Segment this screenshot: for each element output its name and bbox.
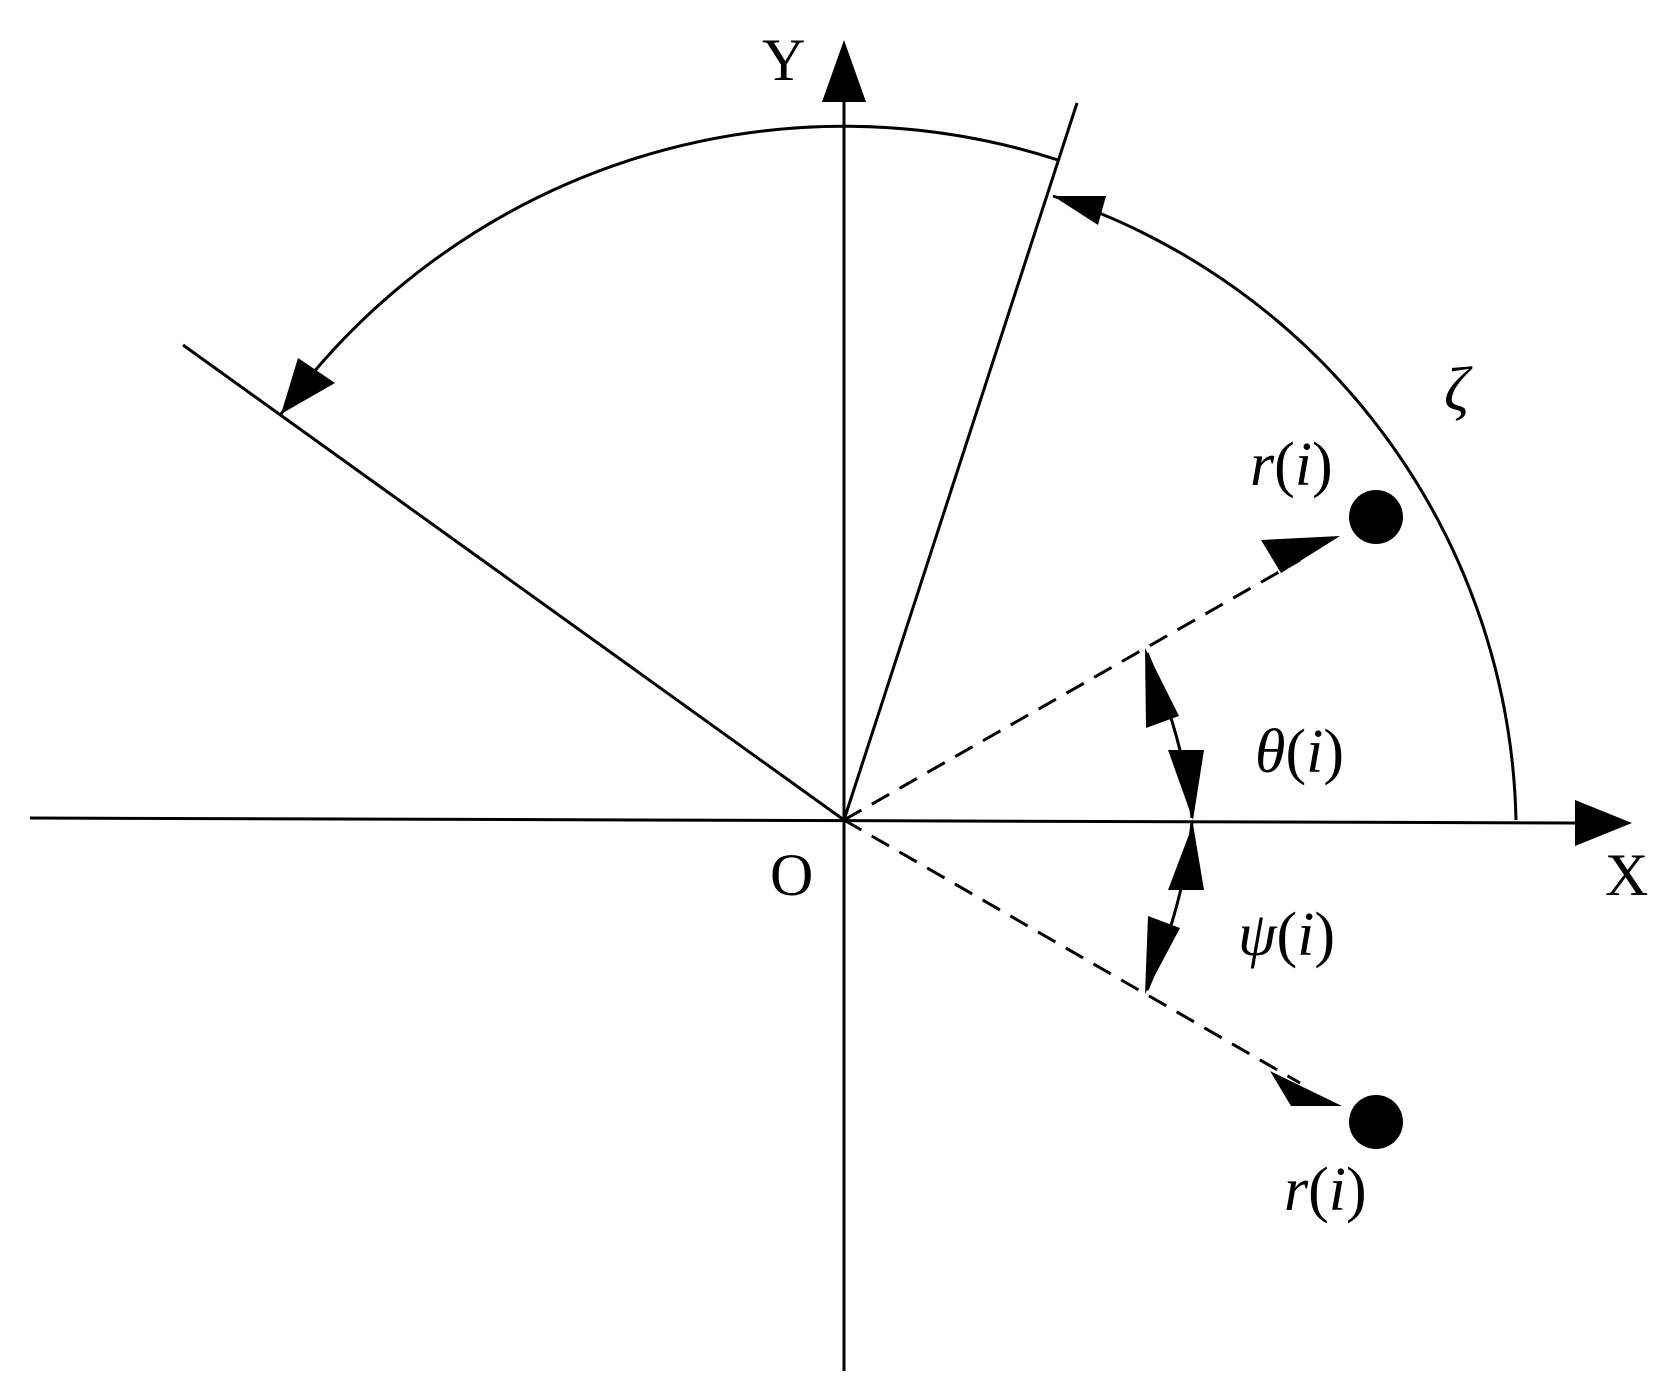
theta-open-paren: ( <box>1285 718 1306 786</box>
vector-lower-dashed <box>843 818 1301 1085</box>
sector-arc-arrowhead <box>281 358 335 414</box>
zeta-label: ζ <box>1444 356 1473 424</box>
psi-close-paren: ) <box>1314 901 1335 969</box>
r-lower-label: r(i) <box>1284 1156 1367 1224</box>
sector-arc <box>279 124 1059 415</box>
r-lower-arg: i <box>1329 1156 1346 1224</box>
theta-arrowhead-top <box>1145 648 1179 728</box>
psi-arrowhead-bottom <box>1145 916 1180 994</box>
r-lower-open-paren: ( <box>1308 1156 1329 1224</box>
x-axis-label: X <box>1605 842 1648 908</box>
psi-var: ψ <box>1238 901 1278 969</box>
zeta-arc <box>1052 194 1518 821</box>
psi-open-paren: ( <box>1277 901 1298 969</box>
r-upper-label: r(i) <box>1250 431 1333 499</box>
theta-arrowhead-bottom <box>1168 750 1204 820</box>
vector-upper-dashed <box>843 558 1301 822</box>
y-axis-arrowhead <box>822 40 866 102</box>
r-upper-open-paren: ( <box>1274 431 1295 499</box>
psi-arrowhead-top <box>1168 824 1204 890</box>
theta-arg: i <box>1306 718 1323 786</box>
theta-var: θ <box>1255 718 1285 786</box>
r-lower-var: r <box>1284 1156 1309 1224</box>
x-axis-arrowhead <box>1575 800 1632 846</box>
theta-close-paren: ) <box>1323 718 1344 786</box>
psi-label: ψ(i) <box>1238 901 1335 969</box>
y-axis-label: Y <box>762 27 805 93</box>
zeta-arc-arrowhead <box>1053 196 1106 225</box>
point-upper <box>1349 490 1403 544</box>
r-upper-arg: i <box>1295 431 1312 499</box>
r-lower-close-paren: ) <box>1346 1156 1367 1224</box>
theta-label: θ(i) <box>1255 718 1344 786</box>
x-axis-line <box>29 816 1576 825</box>
vector-upper-arrowhead <box>1261 536 1340 573</box>
vector-lower-arrowhead <box>1270 1071 1342 1106</box>
sector-boundary-right <box>842 102 1079 821</box>
point-lower <box>1349 1095 1403 1149</box>
r-upper-close-paren: ) <box>1312 431 1333 499</box>
sector-boundary-left <box>182 343 845 822</box>
origin-label: O <box>770 842 813 908</box>
r-upper-var: r <box>1250 431 1275 499</box>
psi-arg: i <box>1297 901 1314 969</box>
